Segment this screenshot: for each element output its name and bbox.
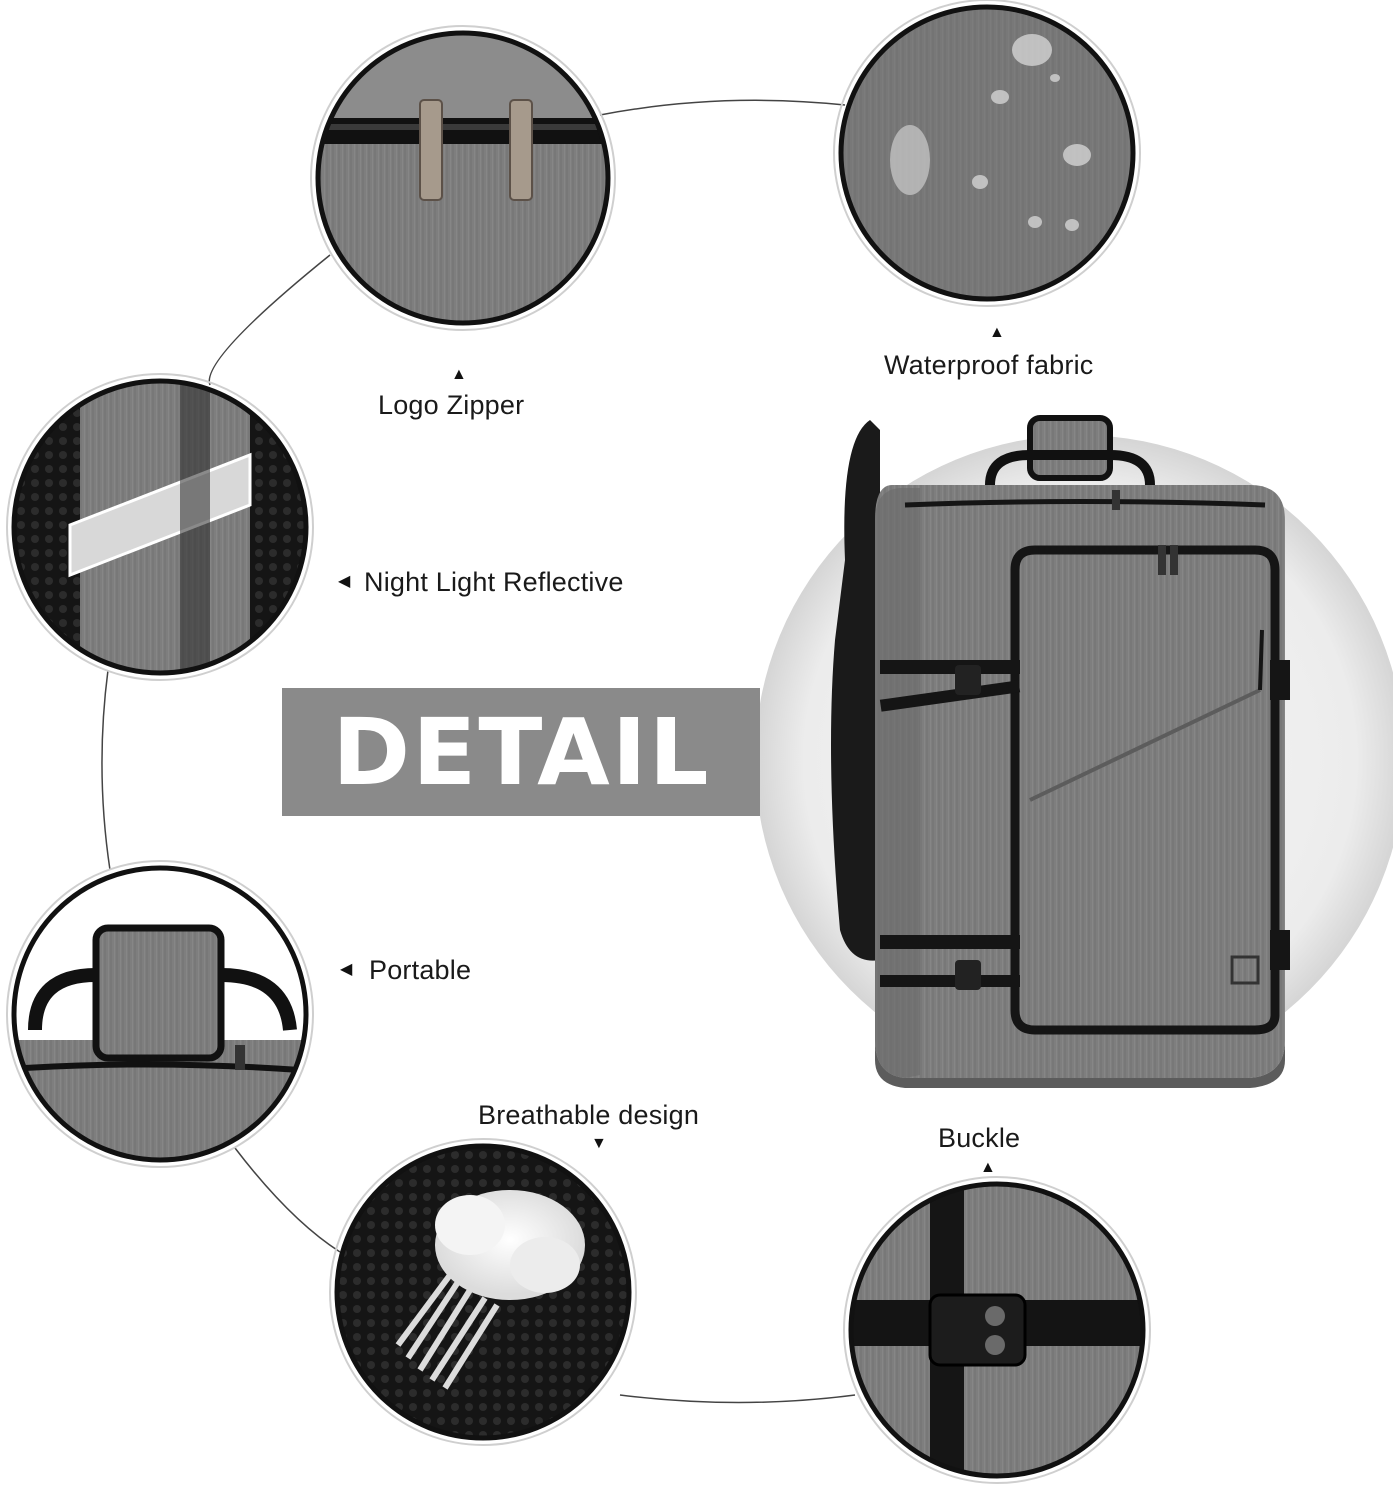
- portable-label: Portable: [369, 955, 472, 985]
- logo-zipper-label: Logo Zipper: [378, 390, 525, 420]
- arrow-up-icon: ▲: [989, 324, 1005, 341]
- portable-detail-circle: [6, 860, 314, 1168]
- arrow-left-icon: ◀: [338, 573, 351, 590]
- logo-zipper-detail-circle: [310, 25, 616, 331]
- zipper-pull-left: [419, 99, 443, 201]
- waterproof-fabric-label: Waterproof fabric: [884, 350, 1094, 380]
- detail-banner-text: DETAIL: [331, 698, 711, 806]
- buckle-label: Buckle: [938, 1123, 1021, 1153]
- backpack-image: [831, 415, 1290, 1088]
- zipper-pull-right: [509, 99, 533, 201]
- breathable-design-label: Breathable design: [478, 1100, 700, 1130]
- arrow-up-icon: ▲: [980, 1159, 996, 1176]
- arrow-up-icon: ▲: [451, 366, 467, 383]
- buckle-detail-circle: [843, 1176, 1151, 1484]
- night-light-reflective-label: Night Light Reflective: [364, 567, 624, 597]
- connector-lines: [101, 99, 856, 1404]
- arrow-down-icon: ▼: [591, 1135, 607, 1152]
- detail-banner: DETAIL: [282, 688, 760, 816]
- arrow-left-icon: ◀: [340, 961, 353, 978]
- breathable-detail-circle: [329, 1138, 637, 1446]
- reflective-detail-circle: [6, 373, 314, 681]
- waterproof-detail-circle: [833, 0, 1141, 307]
